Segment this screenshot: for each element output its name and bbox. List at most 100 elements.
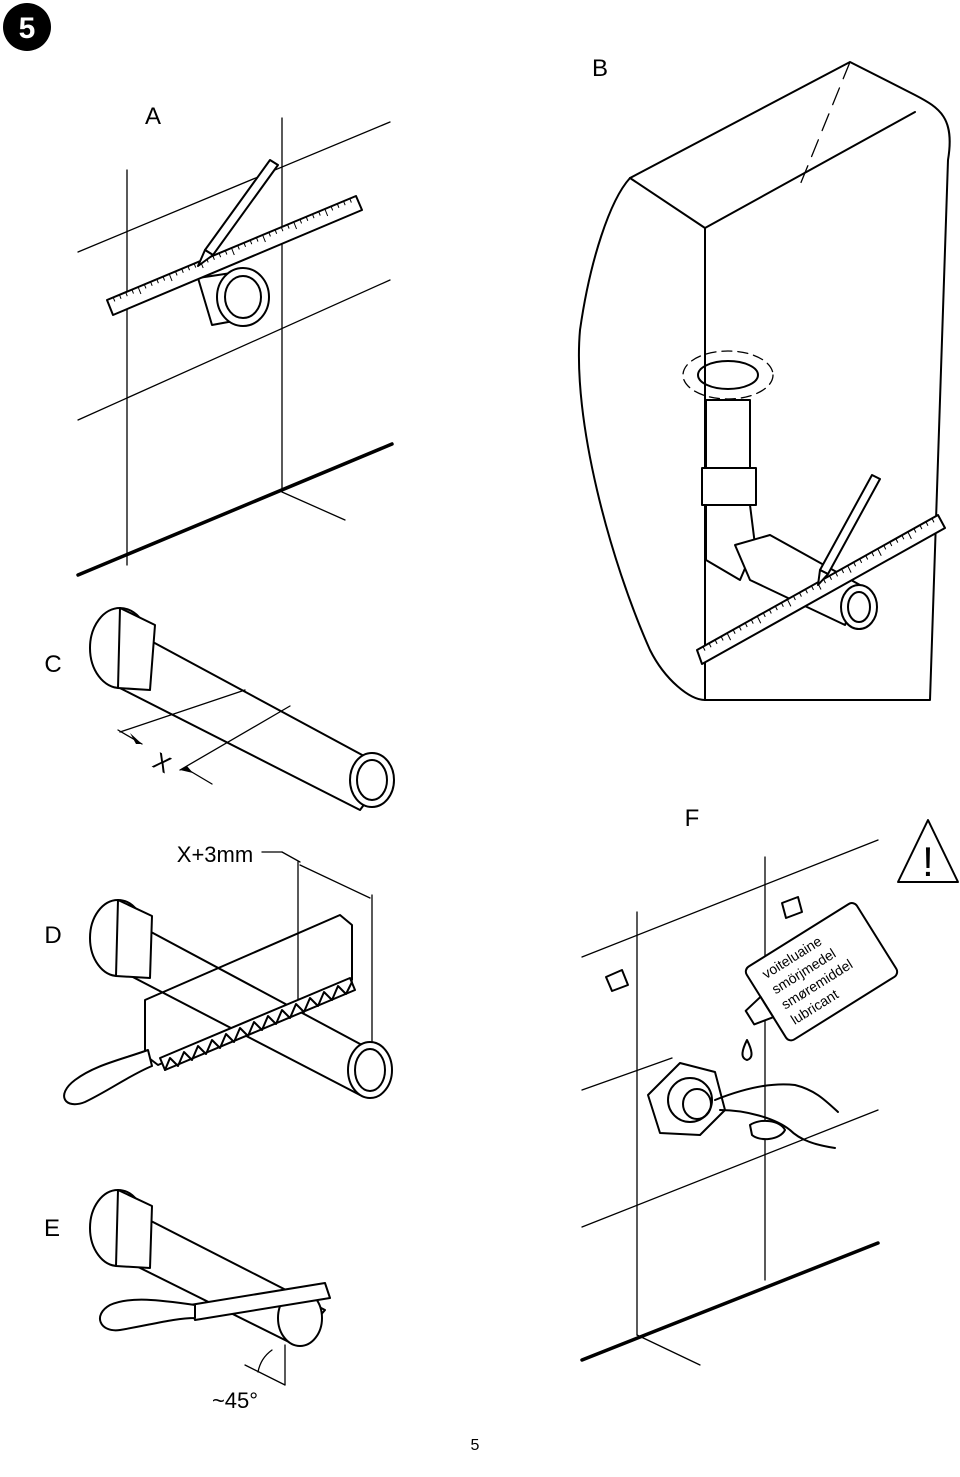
- ruler-tick: [835, 572, 839, 577]
- ruler-tick: [193, 263, 197, 268]
- ruler-tick: [187, 266, 190, 271]
- ruler-tick: [847, 565, 852, 573]
- wall-plug: [605, 969, 629, 992]
- ruler-ticks: [112, 198, 352, 302]
- floor-line: [580, 1241, 880, 1362]
- panel-label-b: B: [592, 55, 608, 82]
- ruler-tick: [249, 240, 253, 245]
- ruler-tick: [792, 595, 796, 601]
- step-number: 5: [19, 12, 36, 45]
- panel-label-c: C: [44, 651, 61, 678]
- hand: [714, 1083, 839, 1113]
- ruler-tick: [262, 234, 266, 243]
- floor-line: [76, 442, 394, 577]
- lubricant-bottle: voiteluaine smörjmedel smøremiddel lubri…: [744, 902, 899, 1042]
- ruler-tick: [774, 605, 778, 611]
- panel-b-drawing: [577, 61, 951, 701]
- ruler-tick: [324, 208, 329, 217]
- ruler-tick: [720, 636, 724, 641]
- tile-line: [581, 839, 879, 958]
- ruler-tick: [702, 646, 706, 651]
- ruler-tick: [305, 216, 309, 221]
- ruler-tick: [255, 237, 259, 242]
- ruler-tick: [112, 297, 116, 302]
- ruler-tick: [714, 639, 718, 645]
- panel-label-a: A: [145, 103, 161, 130]
- panel-a-drawing: [76, 117, 394, 577]
- vertical-pipe: [705, 399, 751, 469]
- ruler-tick: [877, 548, 882, 556]
- ruler-tick: [901, 535, 905, 540]
- panel-label-f: F: [685, 805, 700, 832]
- ruler-tick: [762, 612, 766, 618]
- ruler-tick: [780, 602, 784, 607]
- wall-plug: [781, 896, 803, 919]
- ruler: [106, 195, 363, 316]
- step-badge: 5: [3, 3, 51, 51]
- saw-frame: [144, 914, 353, 1066]
- ruler-tick: [125, 292, 128, 297]
- ruler-tick: [865, 555, 869, 560]
- ruler-tick: [318, 211, 321, 216]
- ruler-tick: [786, 599, 792, 607]
- ruler-tick: [925, 521, 929, 526]
- ruler-tick: [798, 592, 802, 597]
- ruler-tick: [913, 528, 917, 533]
- ruler-tick: [336, 203, 340, 208]
- ruler-tick: [871, 551, 875, 557]
- file-handle: [98, 1298, 196, 1332]
- pipe-end: [840, 584, 878, 630]
- ruler-tick: [726, 632, 732, 641]
- ruler-tick: [895, 538, 899, 543]
- panel-c-drawing: X: [89, 607, 395, 811]
- tile-line: [581, 1109, 879, 1228]
- ruler-tick: [853, 562, 857, 567]
- ruler-tick: [293, 221, 298, 230]
- ruler-tick: [311, 214, 315, 219]
- ruler-tick: [175, 271, 178, 276]
- ruler-tick: [907, 531, 912, 540]
- ruler-tick: [143, 284, 147, 289]
- ruler-tick: [330, 206, 334, 211]
- ruler-tick: [829, 575, 832, 580]
- dimension-x-plus-label: X+3mm: [177, 842, 253, 867]
- ruler-tick: [231, 247, 235, 256]
- saw-handle: [63, 1049, 153, 1106]
- ruler-tick: [274, 229, 278, 234]
- dimension-x-label: X: [148, 748, 175, 779]
- ruler-tick: [708, 643, 712, 648]
- pipe-coupling: [701, 467, 757, 506]
- ruler-tick: [841, 568, 845, 574]
- ruler-tick: [280, 227, 284, 232]
- ruler-tick: [224, 250, 228, 255]
- dim-line: [119, 689, 246, 733]
- ruler-tick: [118, 294, 122, 299]
- warning-triangle: [897, 819, 959, 883]
- panel-d-drawing: X+3mm: [63, 842, 393, 1106]
- ruler-tick: [137, 286, 142, 295]
- ruler-tick: [168, 273, 173, 282]
- ruler-tick: [243, 242, 247, 247]
- ruler-tick: [744, 622, 748, 628]
- ruler-tick: [811, 585, 814, 591]
- ruler-tick: [237, 245, 240, 250]
- tile-line: [77, 121, 391, 253]
- panel-label-e: E: [44, 1215, 60, 1242]
- panel-e-drawing: ~45°: [89, 1189, 331, 1413]
- panel-label-d: D: [44, 922, 61, 949]
- ruler-tick: [732, 629, 736, 634]
- dim-line: [179, 705, 291, 771]
- ruler-tick: [768, 609, 772, 614]
- flange-outline: [682, 350, 774, 400]
- ruler-tick: [805, 589, 808, 594]
- ruler-tick: [859, 558, 863, 564]
- ruler-tick: [889, 541, 893, 547]
- ruler-tick: [299, 219, 303, 224]
- ruler-tick: [883, 545, 887, 550]
- floor-joint: [281, 491, 346, 521]
- panel-f-drawing: ! voiteluaine smörjmedel smøremiddel lub…: [580, 819, 959, 1366]
- page-number: 5: [471, 1437, 480, 1454]
- ruler-tick: [181, 268, 184, 273]
- tile-line: [581, 1057, 673, 1091]
